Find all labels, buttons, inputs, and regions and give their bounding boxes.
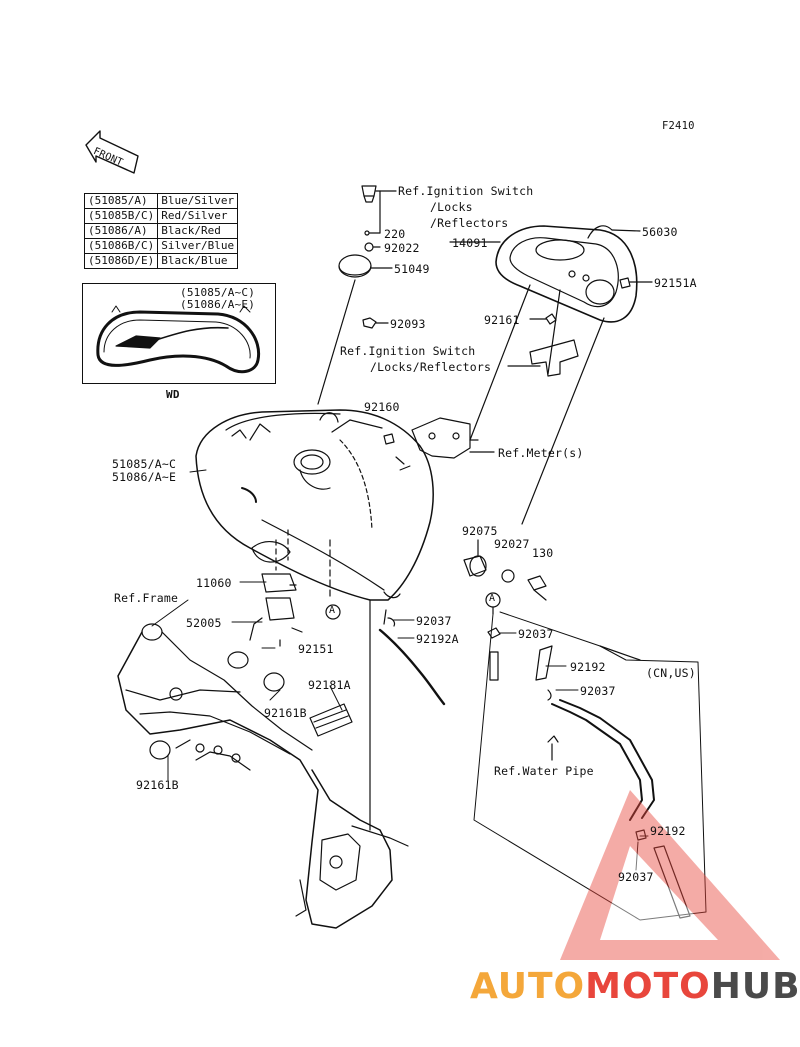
meter-bracket-drawing	[331, 417, 495, 465]
part-92160: 92160	[364, 400, 400, 414]
connector-marker	[325, 592, 501, 620]
part-92151: 92151	[298, 642, 334, 656]
part-56030: 56030	[642, 225, 678, 239]
part-130: 130	[532, 546, 554, 560]
part-92192a: 92192A	[416, 632, 459, 646]
color-code: (51086/A)	[83, 223, 159, 239]
tank-part-1: 51085/A~C	[112, 457, 177, 471]
fuel-tank-drawing	[195, 409, 434, 601]
color-code: (51086D/E)	[83, 253, 159, 269]
inset-ref-2: (51086/A~E)	[180, 298, 256, 311]
ref-ignition-top-1: Ref.Ignition Switch	[398, 184, 534, 198]
ref-frame: Ref.Frame	[114, 591, 179, 605]
region-cn-us: (CN,US)	[646, 666, 696, 680]
part-51049: 51049	[394, 262, 430, 276]
part-92192-a: 92192	[570, 660, 606, 674]
part-92161b-a: 92161B	[264, 706, 307, 720]
meter-cover-drawing	[449, 225, 653, 525]
frame-drawing	[117, 599, 409, 929]
part-92161: 92161	[484, 313, 520, 327]
marker-a-right: A	[489, 593, 496, 604]
part-92027: 92027	[494, 537, 530, 551]
color-name: Black/Red	[157, 223, 239, 239]
color-name: Black/Blue	[157, 253, 239, 269]
part-92192-b: 92192	[650, 824, 686, 838]
color-row: (51086/A) Black/Red	[83, 223, 239, 239]
inset-caption: WD	[166, 388, 180, 401]
watermark-part3: HUB	[710, 966, 800, 1007]
part-92037-a: 92037	[416, 614, 452, 628]
part-92181a: 92181A	[308, 678, 351, 692]
rubber-cushion-drawing	[149, 672, 353, 760]
watermark-part1: AUTO	[470, 966, 586, 1007]
part-92037-d: 92037	[618, 870, 654, 884]
tank-part-2: 51086/A~E	[112, 470, 177, 484]
part-220: 220	[384, 227, 406, 241]
color-name: Silver/Blue	[157, 238, 239, 254]
front-arrow-icon	[85, 130, 139, 174]
color-name: Blue/Silver	[157, 193, 239, 209]
color-row: (51085B/C) Red/Silver	[83, 208, 239, 224]
ref-ignition-mid-2: /Locks/Reflectors	[370, 360, 492, 374]
figure-code: F2410	[662, 120, 695, 132]
leader-lines	[151, 465, 649, 871]
part-92037-c: 92037	[580, 684, 616, 698]
ref-meter: Ref.Meter(s)	[498, 446, 584, 460]
color-code: (51086B/C)	[83, 238, 159, 254]
water-pipe-drawing	[473, 611, 707, 921]
color-name: Red/Silver	[157, 208, 239, 224]
part-11060: 11060	[196, 576, 232, 590]
part-92022: 92022	[384, 241, 420, 255]
part-92037-b: 92037	[518, 627, 554, 641]
color-row: (51086D/E) Black/Blue	[83, 253, 239, 269]
color-row: (51086B/C) Silver/Blue	[83, 238, 239, 254]
part-92151a: 92151A	[654, 276, 697, 290]
part-92161b-b: 92161B	[136, 778, 179, 792]
color-row: (51085/A) Blue/Silver	[83, 193, 239, 209]
part-92075: 92075	[462, 524, 498, 538]
color-table: (51085/A) Blue/Silver (51085B/C) Red/Sil…	[83, 193, 239, 269]
fuel-pump-drawing	[227, 541, 303, 669]
marker-a-left: A	[329, 605, 336, 616]
ref-ignition-top-3: /Reflectors	[430, 216, 509, 230]
part-92093: 92093	[390, 317, 426, 331]
ignition-cap-parts	[317, 185, 397, 405]
watermark-part2: MOTO	[585, 966, 711, 1007]
color-code: (51085B/C)	[83, 208, 159, 224]
part-52005: 52005	[186, 616, 222, 630]
ref-ignition-top-2: /Locks	[430, 200, 473, 214]
inset-tank-drawing	[96, 305, 261, 374]
part-14091: 14091	[452, 236, 488, 250]
ref-ignition-mid-1: Ref.Ignition Switch	[340, 344, 476, 358]
ref-water-pipe: Ref.Water Pipe	[494, 764, 594, 778]
inset-ref-1: (51085/A~C)	[180, 286, 256, 299]
watermark-logo: AUTOMOTOHUB	[470, 966, 800, 1007]
color-code: (51085/A)	[83, 193, 159, 209]
mount-parts-drawing	[463, 539, 547, 601]
watermark-triangle-icon	[560, 790, 780, 960]
inset-box	[82, 283, 276, 384]
